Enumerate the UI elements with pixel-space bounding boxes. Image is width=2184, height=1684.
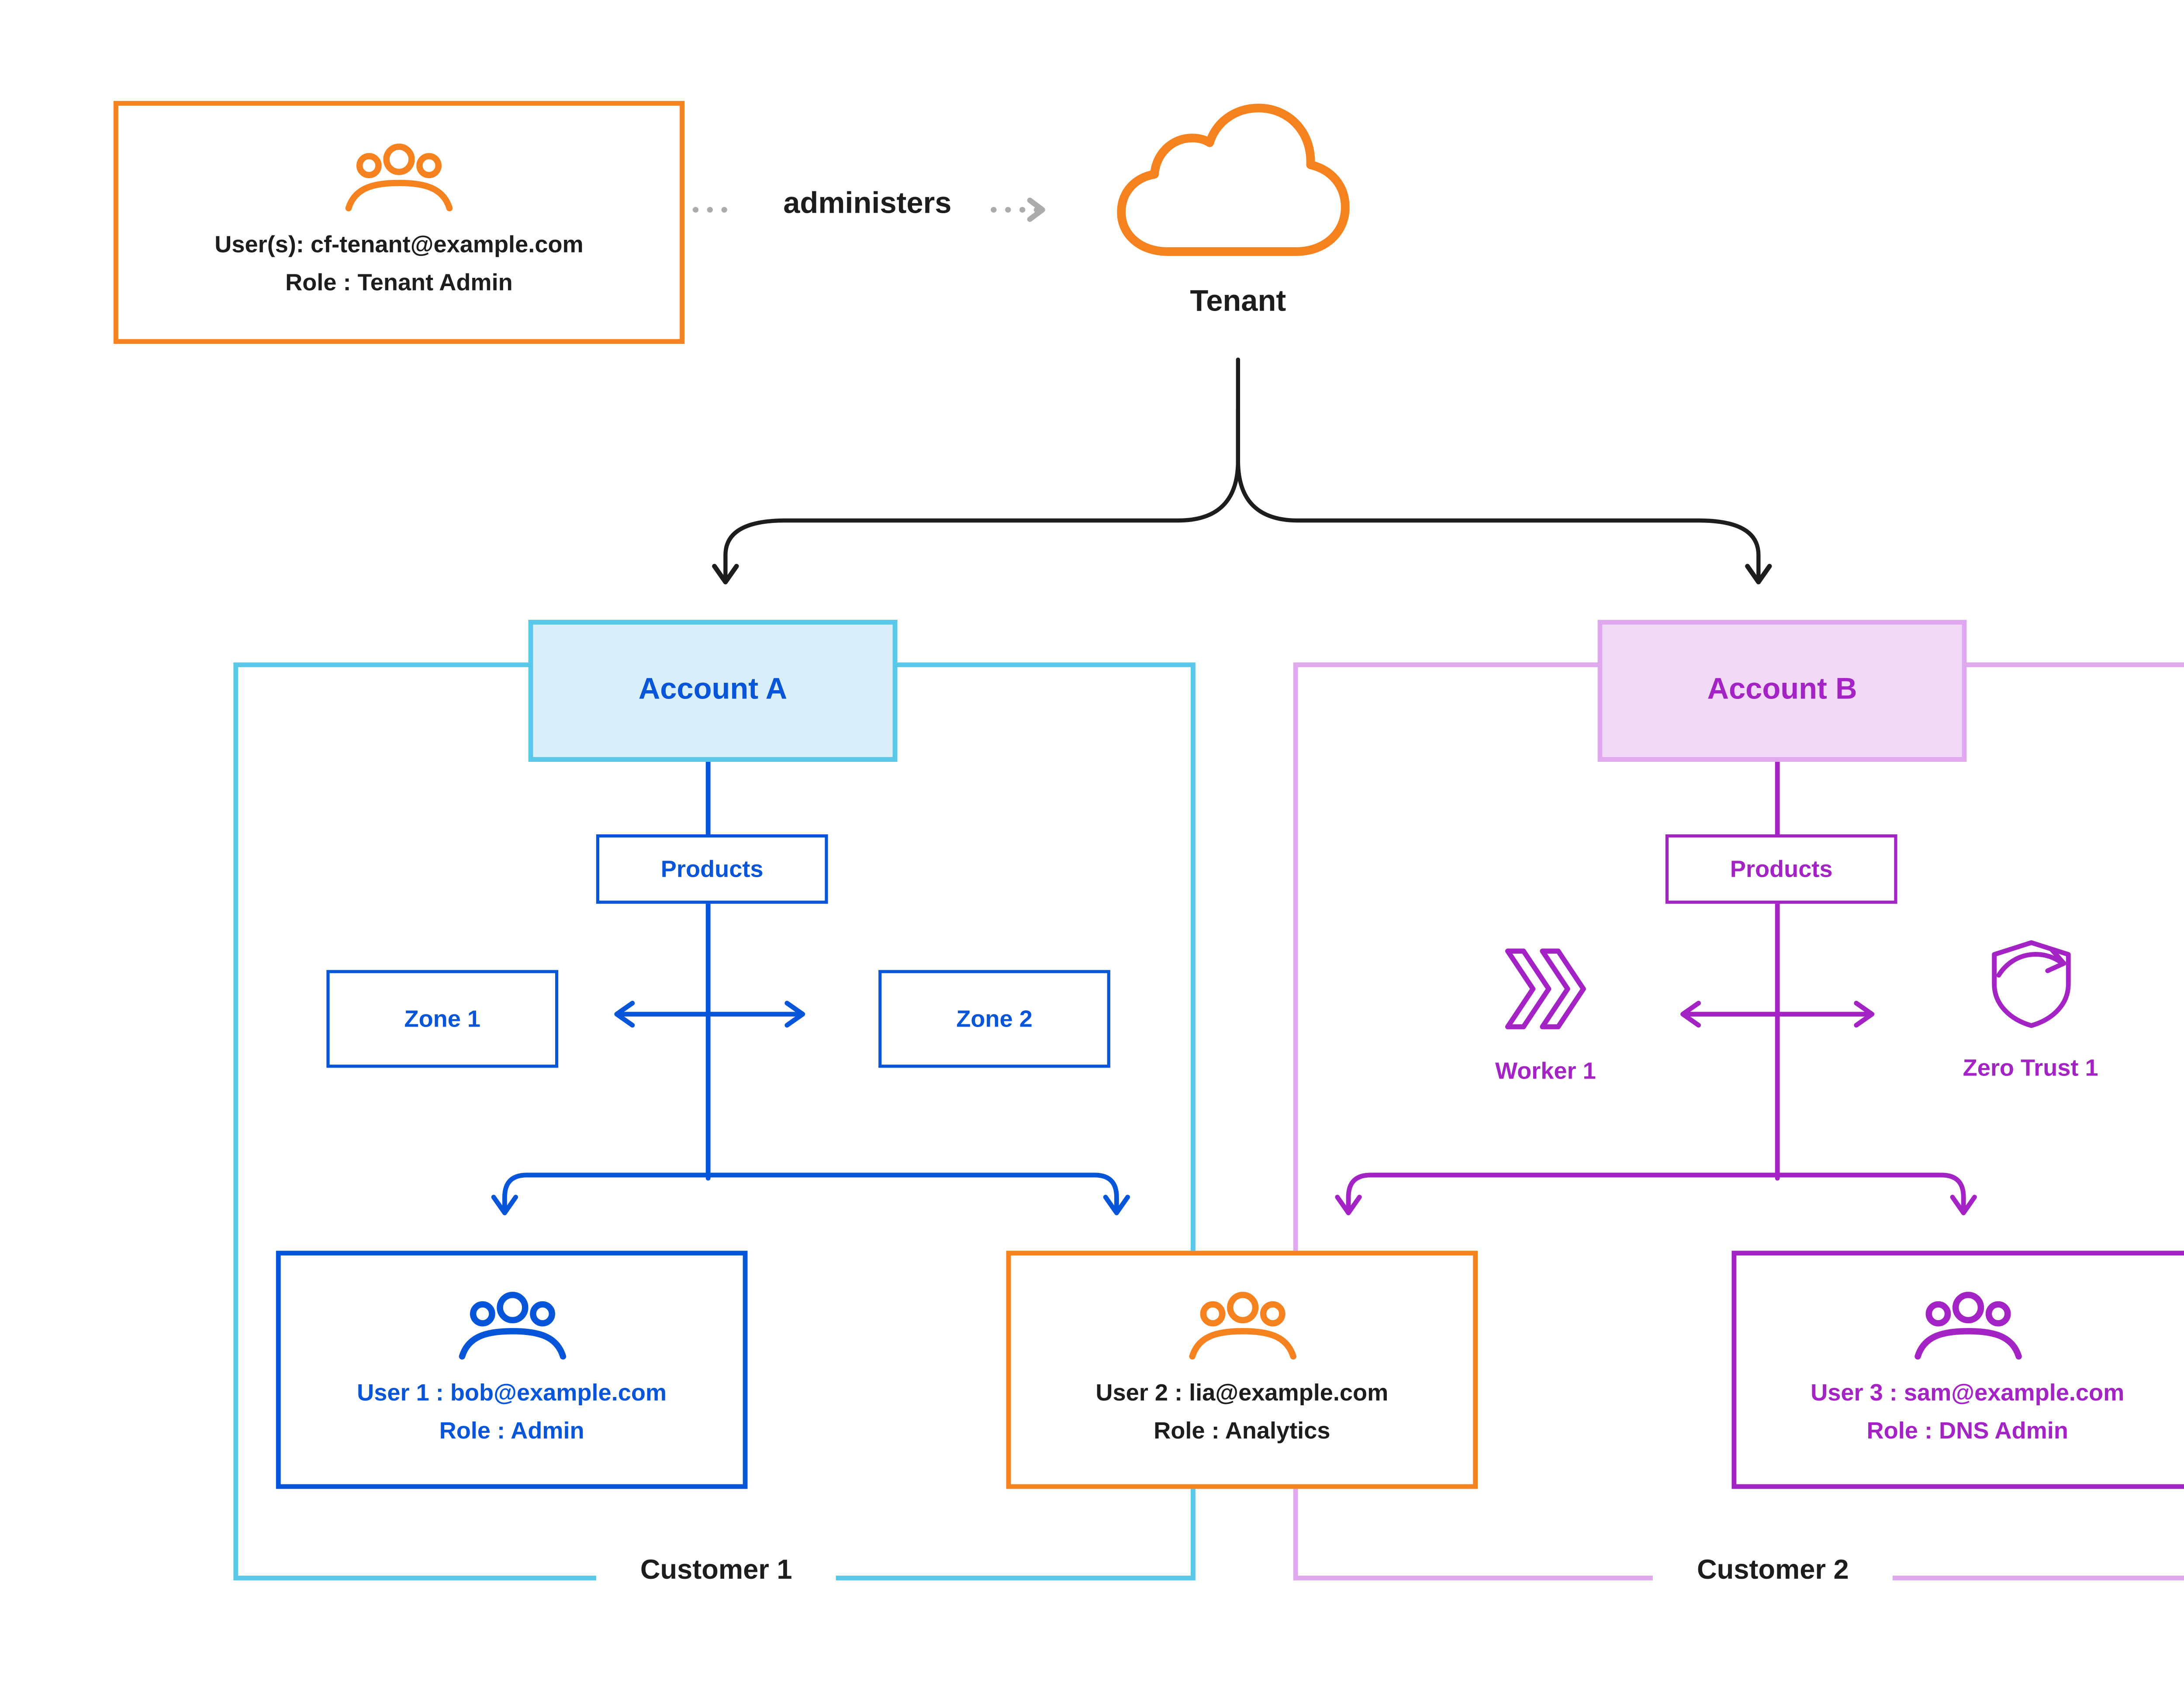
administers-label: administers [783,187,952,221]
products-a-box: Products [596,834,828,904]
user3-email: User 3 : sam@example.com [1811,1380,2125,1407]
tenant-to-account-a-arrow [712,357,1241,584]
cloud-icon [1104,88,1372,274]
zone1-box: Zone 1 [326,970,559,1068]
tenant-admin-role: Role : Tenant Admin [285,270,513,297]
worker-label: Worker 1 [1495,1058,1596,1086]
account-b-to-user3-arrow [1775,1172,1977,1215]
tenant-admin-box: User(s): cf-tenant@example.com Role : Te… [113,101,685,344]
account-b-box: Account B [1597,619,1967,762]
users-icon [341,144,457,216]
zero-trust-product: Zero Trust 1 [1940,934,2121,1082]
account-a-to-user1-arrow [491,1172,711,1215]
account-a-to-user2-arrow [705,1172,1130,1215]
zero-trust-label: Zero Trust 1 [1963,1055,2098,1082]
zero-trust-shield-icon [1982,934,2080,1039]
tenant-label: Tenant [1190,285,1286,319]
tenant-to-account-b-arrow [1236,408,1772,584]
customer1-label: Customer 1 [596,1550,836,1590]
customer2-label: Customer 2 [1652,1550,1893,1590]
users-icon [453,1291,570,1364]
workers-icon [1496,943,1594,1042]
user1-role: Role : Admin [439,1417,584,1444]
account-b-to-user2-arrow [1335,1172,1780,1215]
user2-email: User 2 : lia@example.com [1095,1380,1389,1407]
user2-box: User 2 : lia@example.com Role : Analytic… [1006,1251,1478,1489]
account-a-box: Account A [528,619,898,762]
user1-box: User 1 : bob@example.com Role : Admin [276,1251,748,1489]
tenant-admin-users: User(s): cf-tenant@example.com [214,232,584,259]
user2-role: Role : Analytics [1154,1417,1330,1444]
users-icon [1909,1291,2026,1364]
user1-email: User 1 : bob@example.com [357,1380,667,1407]
users-icon [1184,1291,1300,1364]
worker-product: Worker 1 [1467,943,1624,1085]
user3-role: Role : DNS Admin [1866,1417,2068,1444]
zone2-box: Zone 2 [878,970,1110,1068]
products-b-box: Products [1665,834,1897,904]
user3-box: User 3 : sam@example.com Role : DNS Admi… [1731,1251,2184,1489]
